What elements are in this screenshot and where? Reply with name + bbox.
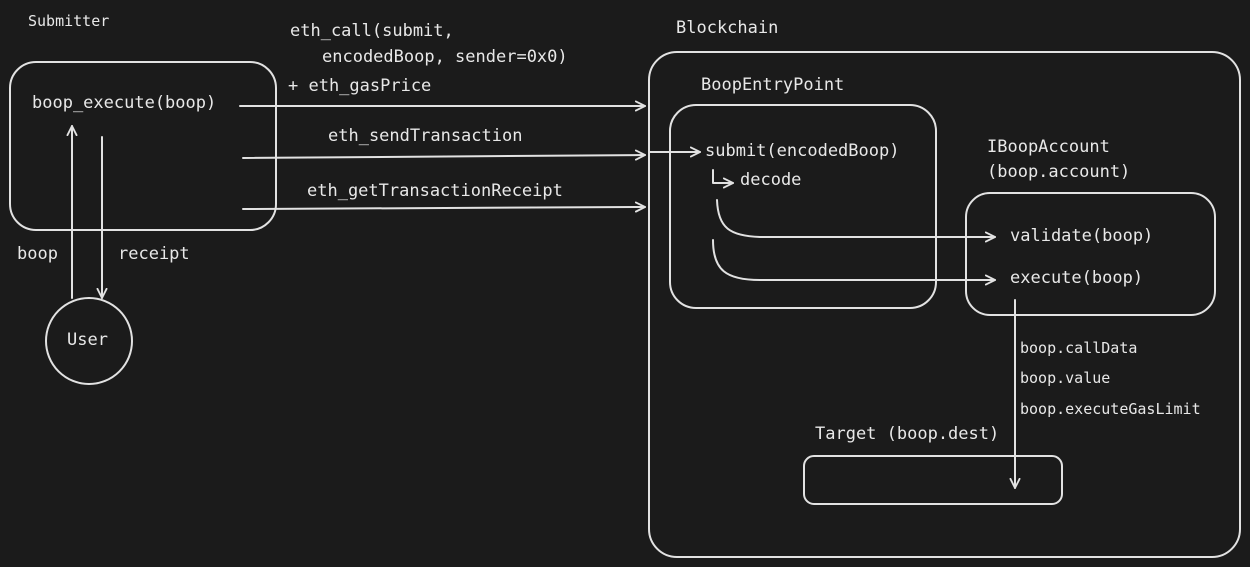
eth-gas-price-label: + eth_gasPrice (288, 76, 432, 96)
to-validate-arrow (716, 199, 996, 243)
entrypoint-title: BoopEntryPoint (701, 75, 845, 95)
eth-send-arrow (242, 149, 646, 161)
call-field-gas-limit: boop.executeGasLimit (1020, 400, 1201, 418)
decode-hook (712, 169, 734, 189)
call-field-value: boop.value (1020, 369, 1111, 387)
submitter-box (9, 61, 277, 231)
eth-receipt-arrow (242, 201, 646, 213)
submit-label: submit(encodedBoop) (705, 141, 900, 161)
account-title-line2: (boop.account) (987, 162, 1131, 182)
execute-label: execute(boop) (1010, 268, 1144, 288)
target-box (803, 455, 1063, 505)
decode-label: decode (740, 170, 802, 190)
account-title-line1: IBoopAccount (987, 137, 1110, 157)
target-title: Target (boop.dest) (815, 424, 1000, 444)
account-box (965, 192, 1216, 316)
blockchain-box (648, 51, 1241, 558)
entrypoint-box (669, 104, 937, 309)
receipt-arrow-label: receipt (118, 244, 190, 264)
to-execute-arrow (712, 239, 996, 286)
eth-call-label-line1: eth_call(submit, (290, 21, 454, 41)
call-field-calldata: boop.callData (1020, 339, 1138, 357)
eth-call-label-line2: encodedBoop, sender=0x0) (322, 47, 568, 67)
boop-arrow-label: boop (17, 244, 58, 264)
submitter-method: boop_execute(boop) (32, 93, 217, 113)
validate-label: validate(boop) (1010, 226, 1154, 246)
eth-receipt-label: eth_getTransactionReceipt (307, 181, 563, 201)
eth-send-label: eth_sendTransaction (328, 126, 523, 146)
submitter-title: Submitter (28, 12, 110, 30)
user-label: User (67, 330, 108, 350)
blockchain-title: Blockchain (676, 18, 779, 38)
user-node (45, 297, 133, 385)
